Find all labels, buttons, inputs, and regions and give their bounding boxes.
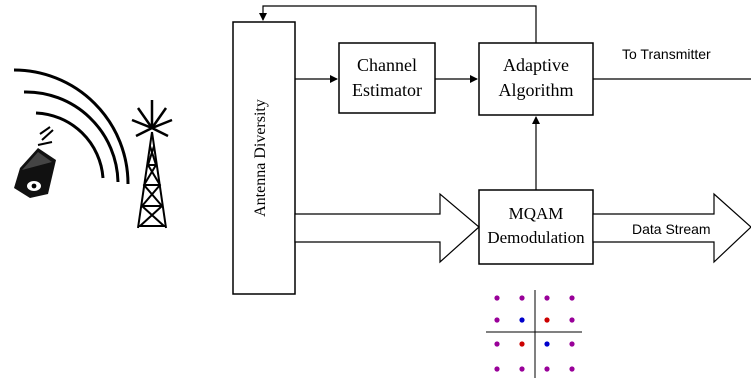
radio-waves-icon (13, 68, 130, 185)
constellation-point (569, 317, 575, 323)
constellation-point (494, 317, 500, 323)
mqam-demodulation-block (478, 189, 594, 265)
adaptive-algorithm-label-line1: Adaptive (503, 55, 569, 75)
constellation-point (544, 295, 550, 301)
constellation-point (569, 295, 575, 301)
constellation-point (544, 317, 550, 323)
constellation-point (569, 341, 575, 347)
constellation-point (569, 366, 575, 372)
constellation-point (519, 295, 525, 301)
channel-estimator-block (338, 42, 436, 114)
antenna-to-demod-hollow-arrow (294, 192, 480, 264)
mqam-label-line1: MQAM (509, 204, 564, 223)
data-stream-label: Data Stream (632, 221, 711, 237)
qam-constellation (486, 290, 582, 378)
antenna-diversity-block (232, 21, 296, 295)
data-stream-hollow-arrow (592, 192, 751, 264)
mqam-label-line2: Demodulation (487, 228, 585, 247)
constellation-point (544, 366, 550, 372)
feedback-arrow (259, 5, 537, 43)
constellation-point (494, 366, 500, 372)
constellation-point (494, 341, 500, 347)
channel-estimator-label-line1: Channel (357, 55, 417, 75)
adaptive-algorithm-block (478, 42, 594, 116)
constellation-point (544, 341, 550, 347)
constellation-point (519, 366, 525, 372)
mobile-handset-icon (14, 126, 56, 198)
to-transmitter-label: To Transmitter (622, 46, 711, 62)
constellation-point (494, 295, 500, 301)
channel-estimator-label-line2: Estimator (352, 80, 422, 100)
constellation-point (519, 317, 525, 323)
constellation-point (519, 341, 525, 347)
antenna-diversity-label: Antenna Diversity (252, 99, 269, 217)
adaptive-algorithm-label-line2: Algorithm (499, 80, 574, 100)
antenna-tower-icon (131, 100, 173, 229)
